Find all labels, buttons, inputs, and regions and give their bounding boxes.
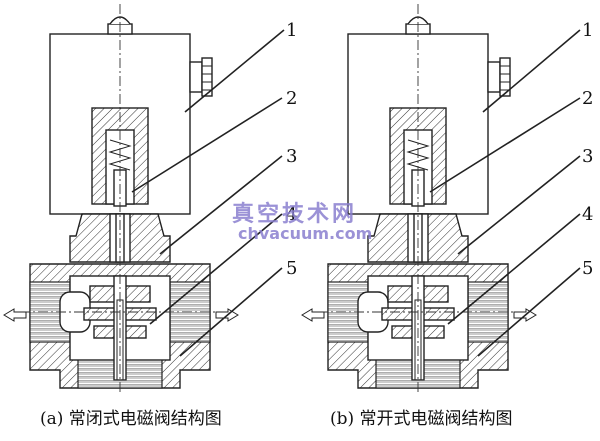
callout-3-left: 3 — [286, 146, 297, 167]
watermark-url: chvacuum.com — [238, 224, 373, 243]
callout-3-right: 3 — [582, 146, 593, 167]
valve-normally-closed — [3, 3, 285, 396]
callout-5-right: 5 — [582, 258, 593, 279]
callout-2-right: 2 — [582, 88, 593, 109]
callout-5-left: 5 — [286, 258, 297, 279]
caption-normally-closed: (a) 常闭式电磁阀结构图 — [40, 409, 222, 429]
watermark-chinese: 真空技术网 — [232, 202, 358, 227]
caption-normally-open: (b) 常开式电磁阀结构图 — [330, 409, 513, 429]
callout-2-left: 2 — [286, 88, 297, 109]
callout-4-left: 4 — [286, 204, 297, 225]
callout-1-left: 1 — [286, 20, 297, 41]
callout-4-right: 4 — [582, 204, 593, 225]
callout-1-right: 1 — [582, 20, 593, 41]
valve-normally-open — [301, 3, 581, 396]
